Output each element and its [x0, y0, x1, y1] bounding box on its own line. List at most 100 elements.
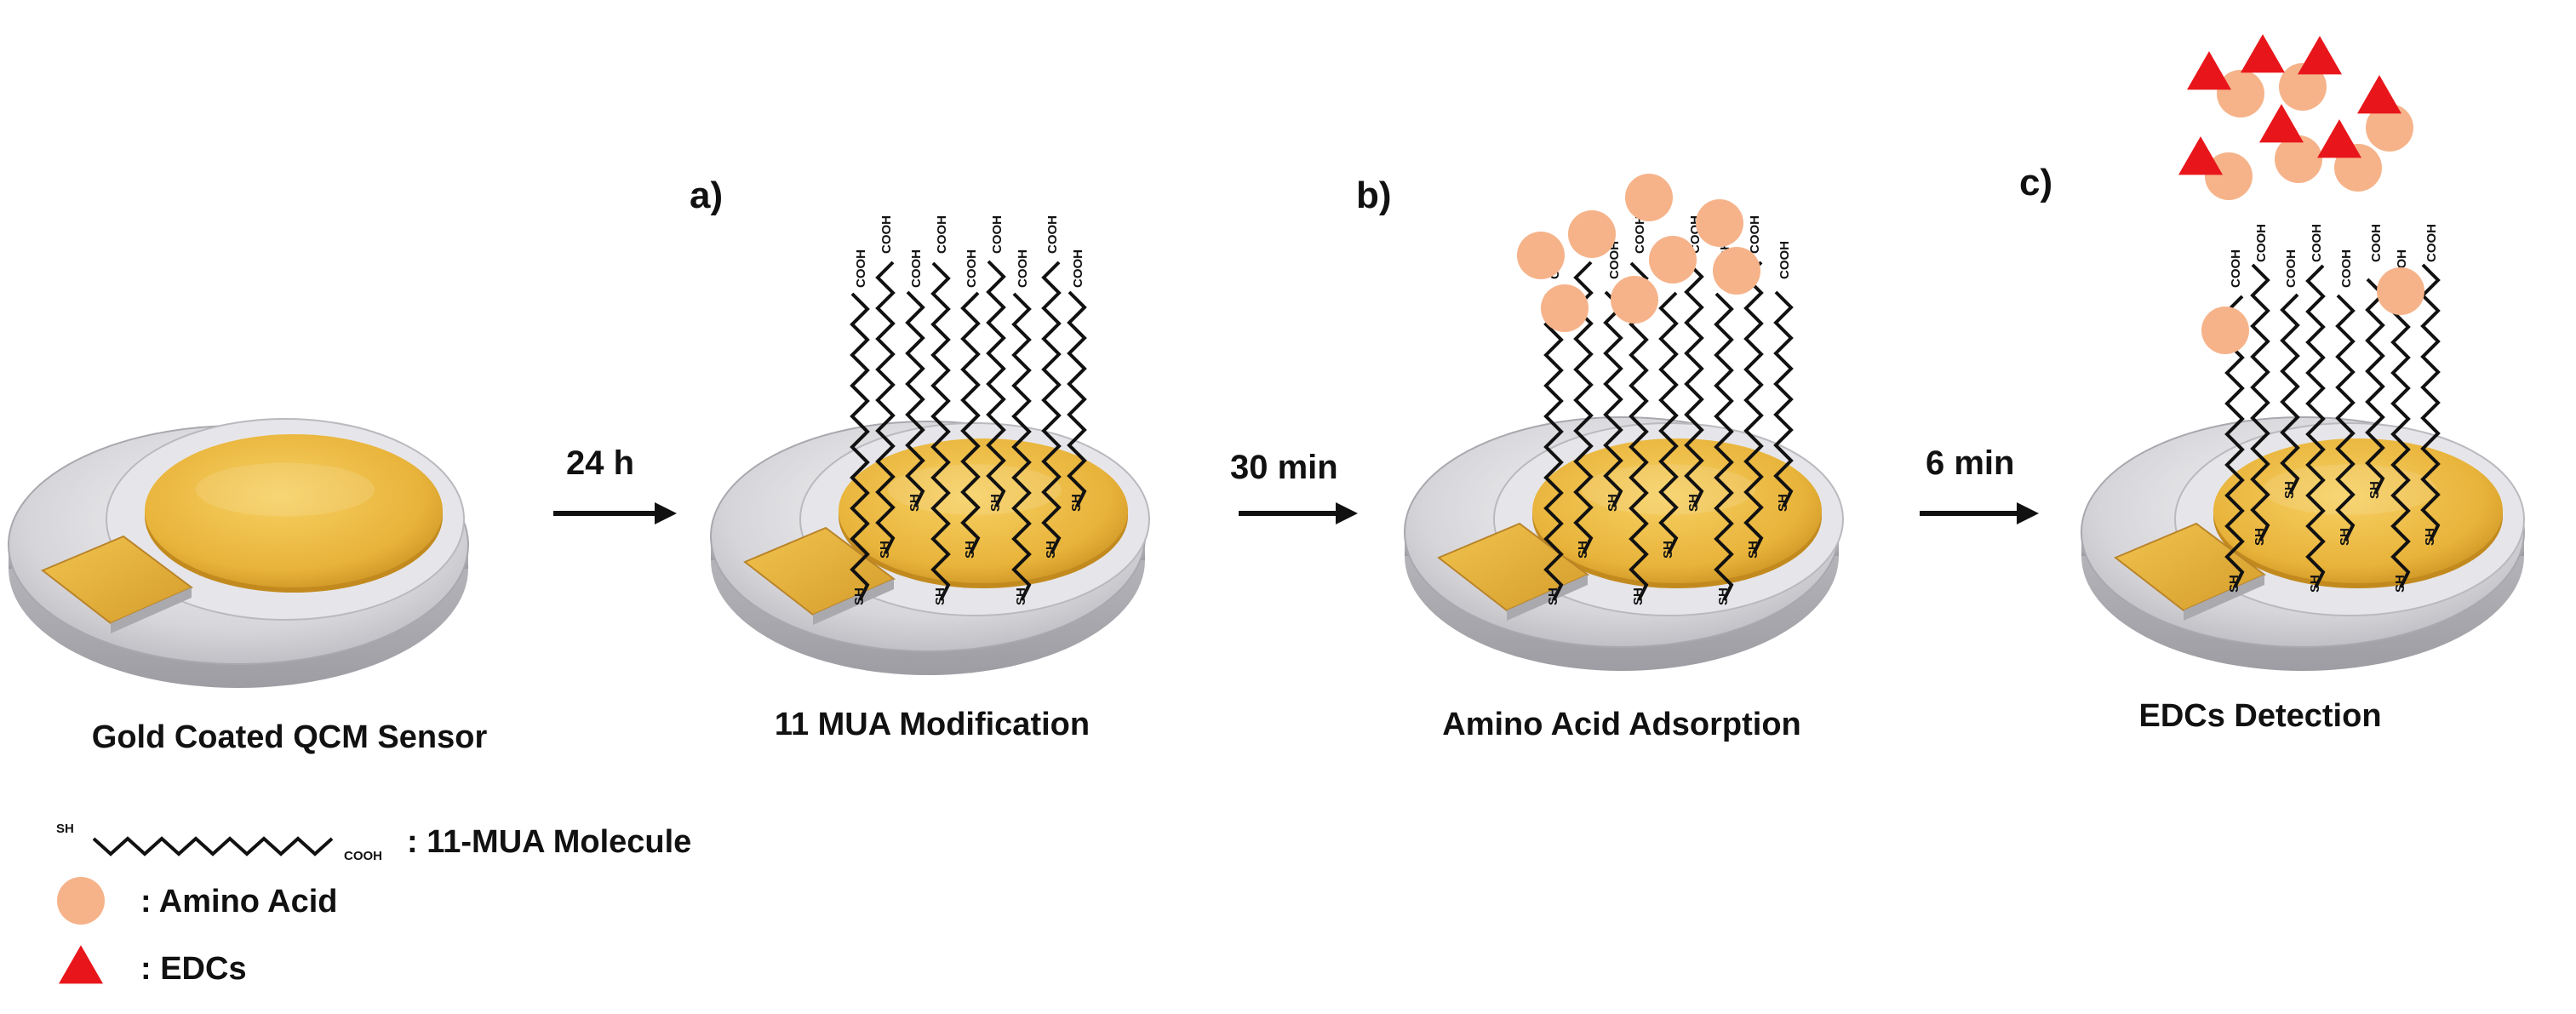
legend-mua-symbol: SH COOH — [56, 822, 382, 863]
caption-gold-sensor: Gold Coated QCM Sensor — [91, 719, 488, 755]
thiol-tag: SH — [907, 494, 922, 512]
process-arrow-1 — [553, 502, 677, 524]
thiol-tag: SH — [1631, 587, 1646, 605]
amino-acid-particle — [2377, 267, 2424, 315]
amino-acid-particle — [1541, 284, 1589, 332]
arrow-label-30min: 30 min — [1230, 449, 1338, 486]
mua-chain-line — [2390, 295, 2411, 588]
thiol-tag: SH — [2253, 528, 2267, 546]
mua-chain-line — [2420, 263, 2441, 541]
thiol-tag: SH — [1661, 541, 1675, 559]
mua-chain-line — [1011, 292, 1032, 601]
mua-chain-line — [1603, 290, 1623, 507]
qcm-sensor-1 — [8, 418, 469, 688]
carboxyl-tag: COOH — [1607, 241, 1622, 279]
carboxyl-tag: COOH — [1633, 215, 1647, 254]
qcm-sensor-3 — [1404, 416, 1844, 671]
mua-chain-line — [960, 291, 981, 554]
arrow-head — [2017, 502, 2039, 524]
mua-chain-line — [1684, 260, 1704, 507]
carboxyl-tag: COOH — [2229, 249, 2243, 288]
thiol-tag: SH — [1716, 587, 1731, 605]
mua-chain-line — [2250, 263, 2270, 541]
mua-chain-line — [2305, 264, 2326, 588]
amino-acid-particle — [1611, 276, 1658, 324]
amino-acid-particle — [2279, 63, 2327, 111]
thiol-tag: SH — [988, 494, 1003, 512]
amino-acid-particle — [2366, 104, 2413, 152]
legend-symbols: SH COOH — [56, 822, 382, 984]
mua-chain-line — [1743, 261, 1764, 554]
thiol-tag: SH — [1044, 541, 1058, 559]
mua-chain-line — [1658, 291, 1679, 554]
legend-carboxyl-tag: COOH — [344, 849, 382, 863]
mua-molecule-1-7: SH COOH — [1011, 249, 1032, 605]
mua-molecule-1-3: SH COOH — [905, 249, 925, 512]
thiol-tag: SH — [1546, 587, 1560, 605]
gold-electrode — [2213, 438, 2503, 583]
mua-chain-line — [1067, 290, 1087, 507]
thiol-tag: SH — [878, 541, 892, 559]
carboxyl-tag: COOH — [909, 249, 924, 288]
amino-acid-particle — [2217, 70, 2264, 117]
caption-edcs-detection: EDCs Detection — [2138, 698, 2382, 734]
mua-molecule-3-6: SH COOH — [2365, 224, 2385, 499]
caption-amino-adsorption: Amino Acid Adsorption — [1442, 707, 1801, 742]
mua-chain-line — [850, 292, 870, 601]
arrow-label-24h: 24 h — [566, 444, 635, 482]
mua-chain-line — [1714, 292, 1734, 601]
carboxyl-tag: COOH — [854, 249, 868, 288]
mua-chain-line — [905, 290, 925, 507]
legend-mua-label: : 11-MUA Molecule — [407, 824, 692, 860]
edc-particle — [2317, 119, 2361, 158]
panel-label-a: a) — [690, 175, 724, 216]
legend-amino-symbol — [57, 877, 105, 925]
thiol-tag: SH — [963, 541, 977, 559]
legend-amino-label: : Amino Acid — [140, 884, 338, 919]
mua-chain-line — [1773, 290, 1794, 507]
amino-acid-particle — [2275, 135, 2322, 183]
sensor-layer — [8, 416, 2525, 688]
mua-molecule-3-5: SH COOH — [2335, 249, 2356, 546]
arrow-head — [1336, 502, 1358, 524]
process-arrow-3 — [1920, 502, 2039, 524]
panel-label-c: c) — [2019, 162, 2053, 203]
mua-chain-line — [2280, 293, 2300, 495]
carboxyl-tag: COOH — [1016, 249, 1030, 288]
panel-label-b: b) — [1356, 175, 1392, 216]
carboxyl-tag: COOH — [2310, 224, 2324, 262]
amino-acid-particle — [2201, 306, 2249, 354]
thiol-tag: SH — [1606, 494, 1620, 512]
mua-chain-line — [1543, 292, 1564, 601]
arrow-label-6min: 6 min — [1926, 444, 2015, 482]
edc-particle — [2298, 36, 2342, 75]
thiol-tag: SH — [2338, 528, 2352, 546]
mua-chain-line — [2365, 278, 2385, 495]
amino-acid-particle — [1625, 174, 1673, 221]
thiol-tag: SH — [1776, 494, 1790, 512]
amino-acid-particle — [2205, 152, 2253, 200]
mua-chain-line — [1041, 261, 1062, 554]
edc-particle — [2241, 34, 2285, 73]
thiol-tag: SH — [2367, 481, 2382, 499]
arrow-head — [655, 502, 677, 524]
carboxyl-tag: COOH — [2369, 224, 2384, 262]
mua-chain-line — [2335, 294, 2356, 541]
carboxyl-tag: COOH — [935, 215, 949, 254]
carboxyl-tag: COOH — [2339, 249, 2354, 288]
edc-particle — [2357, 75, 2401, 114]
legend-thiol-tag: SH — [56, 822, 74, 836]
thiol-tag: SH — [1069, 494, 1084, 512]
thiol-tag: SH — [1686, 494, 1701, 512]
caption-mua-modification: 11 MUA Modification — [774, 707, 1091, 742]
thiol-tag: SH — [1014, 587, 1028, 605]
amino-acid-particle — [1649, 236, 1697, 284]
amino-acid-particle — [1696, 199, 1743, 247]
carboxyl-tag: COOH — [1748, 215, 1762, 254]
